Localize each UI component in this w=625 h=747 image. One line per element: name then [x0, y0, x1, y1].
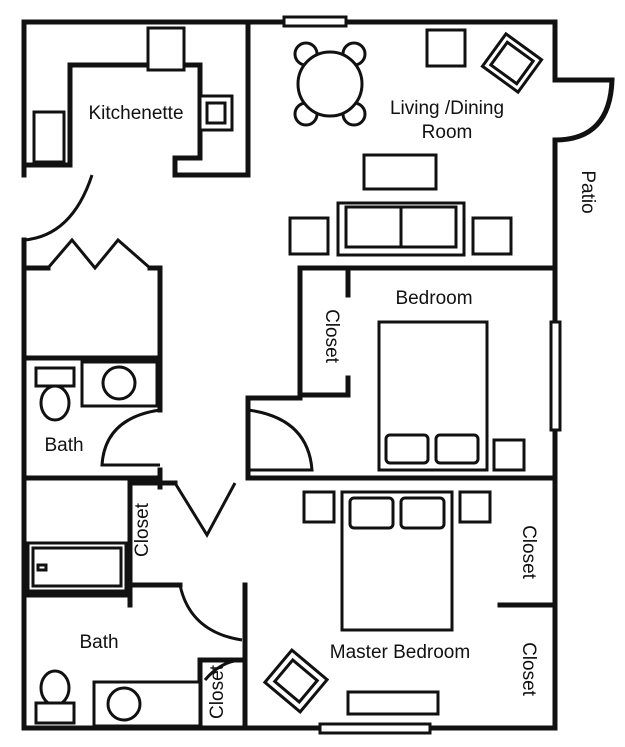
- window-top: [282, 15, 348, 28]
- side-chair: [471, 216, 513, 256]
- armchair-square: [425, 28, 467, 68]
- pillow: [399, 496, 446, 530]
- toilet-bowl: [39, 384, 71, 422]
- dresser: [346, 690, 440, 716]
- living-furniture: [288, 28, 544, 257]
- range: [32, 110, 66, 164]
- label-kitchenette: Kitchenette: [88, 103, 183, 124]
- hall-closet-door: [173, 482, 237, 539]
- label-closet-small: Closet: [207, 664, 228, 719]
- vanity: [92, 680, 202, 728]
- label-master-bedroom: Master Bedroom: [330, 642, 470, 663]
- label-bath-lower: Bath: [79, 632, 118, 653]
- window-master: [318, 722, 432, 735]
- toilet-tank: [34, 701, 76, 725]
- sink-basin: [106, 686, 142, 722]
- sink-basin: [205, 101, 227, 125]
- dining-table: [296, 50, 364, 118]
- pillow: [384, 433, 430, 465]
- label-patio: Patio: [577, 170, 598, 213]
- nightstand: [492, 438, 526, 472]
- label-living-dining: Living /Dining: [390, 98, 504, 119]
- small-closet-door: [203, 658, 241, 681]
- upper-bath-fixtures: [34, 360, 159, 422]
- bathtub-inner: [31, 546, 123, 588]
- label-living-room: Room: [422, 122, 473, 143]
- pillow: [434, 433, 480, 465]
- lower-bath-fixtures: [26, 541, 202, 728]
- exterior-walls: [21, 19, 615, 731]
- room-labels: Kitchenette Living /Dining Room Patio Be…: [44, 98, 598, 719]
- master-furniture: [262, 490, 492, 716]
- fridge: [146, 26, 186, 72]
- label-bath-upper: Bath: [44, 435, 83, 456]
- bath-lower-door: [178, 584, 243, 642]
- window-bedroom: [549, 320, 562, 432]
- bedroom-door: [247, 408, 314, 472]
- kitchen-appliances: [32, 26, 234, 164]
- nightstand: [458, 490, 492, 524]
- label-closet-master-lower: Closet: [518, 642, 539, 697]
- label-closet-hall: Closet: [132, 502, 153, 557]
- toilet-bowl: [39, 669, 71, 707]
- entry-door: [23, 174, 94, 242]
- closet-bifold-door: [46, 237, 151, 271]
- toilet-tank: [34, 366, 76, 388]
- label-closet-master-upper: Closet: [518, 525, 539, 580]
- side-chair: [288, 216, 330, 256]
- drain-icon: [36, 563, 48, 572]
- bath-door: [100, 408, 161, 467]
- doors: [23, 174, 314, 681]
- armchair-angled: [480, 31, 544, 95]
- armchair-angled: [262, 648, 330, 714]
- bedroom-furniture: [377, 320, 526, 472]
- label-bedroom: Bedroom: [395, 288, 472, 309]
- nightstand: [302, 490, 336, 524]
- sink-basin: [101, 365, 137, 401]
- label-closet-bedroom: Closet: [321, 309, 342, 364]
- coffee-table: [362, 153, 438, 191]
- pillow: [348, 496, 395, 530]
